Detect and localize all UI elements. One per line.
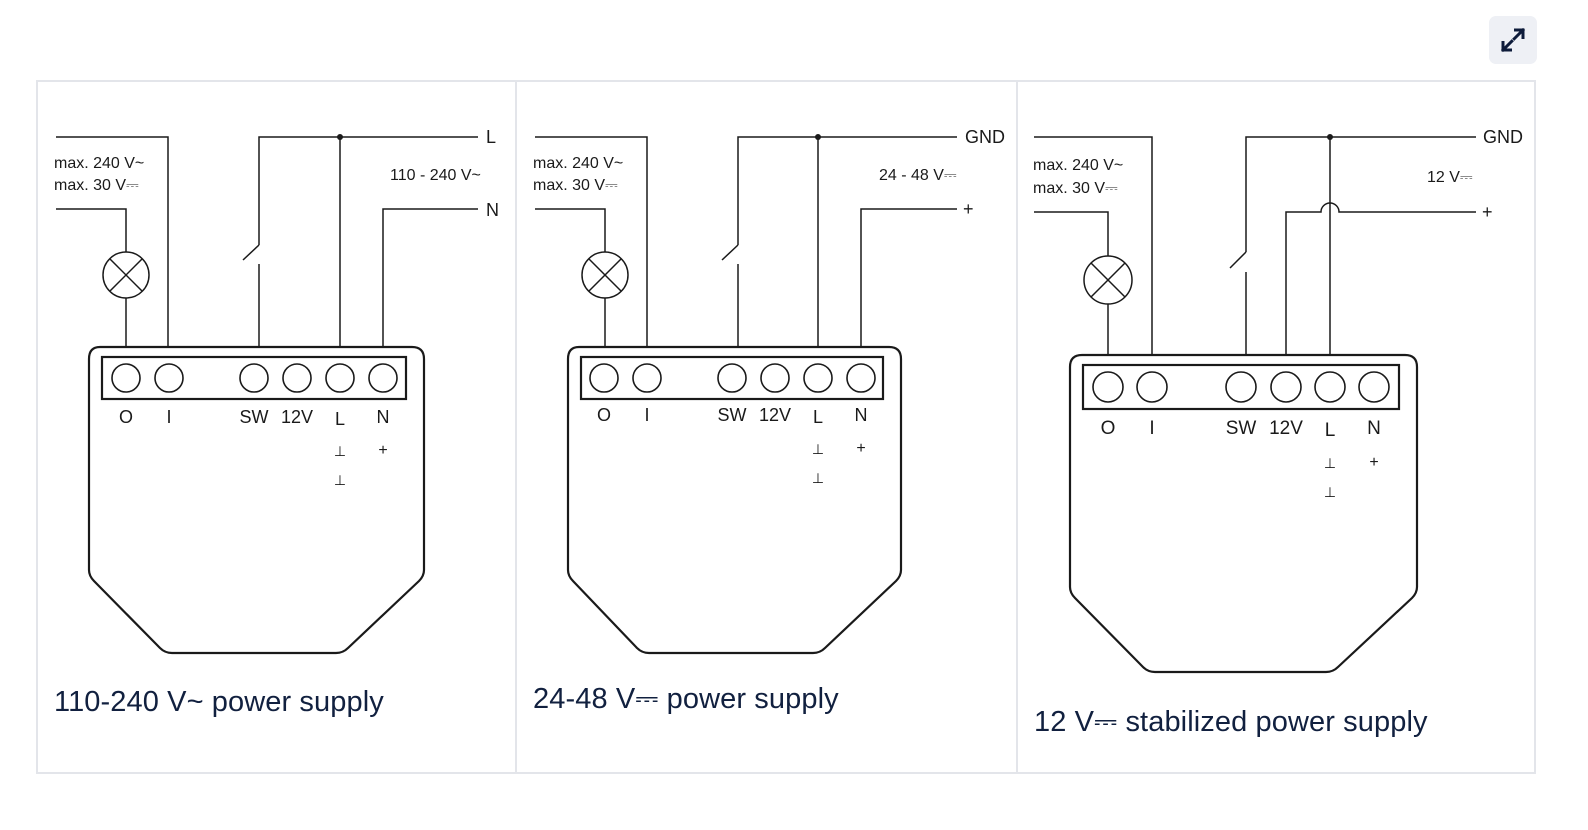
- n-symbol: +: [378, 442, 387, 459]
- wire-switch-top: [737, 136, 957, 245]
- terminal-i: [154, 363, 184, 393]
- expand-button[interactable]: [1489, 16, 1537, 64]
- device-body: [1068, 353, 1419, 674]
- terminal-label-sw: SW: [718, 405, 747, 425]
- terminal-label-l: L: [1325, 420, 1336, 441]
- terminal-i: [1136, 371, 1168, 403]
- terminal-l: [325, 363, 355, 393]
- switch-contact: [1229, 251, 1247, 269]
- n-symbol: +: [1369, 454, 1378, 471]
- terminal-i: [632, 363, 662, 393]
- wire-load-o-top: [1034, 211, 1109, 257]
- l-symbol-1: ⊥: [334, 443, 346, 459]
- wire-plus-crossover: [1285, 202, 1476, 355]
- device-body: [87, 345, 426, 655]
- terminal-label-o: O: [597, 405, 611, 425]
- line-top-label: GND: [965, 127, 1005, 147]
- load-label-2: max. 30 V⎓: [533, 177, 618, 194]
- wire-n: [382, 208, 478, 347]
- terminal-n: [1358, 371, 1390, 403]
- load-label-2: max. 30 V⎓: [54, 177, 139, 194]
- terminal-n: [368, 363, 398, 393]
- terminal-l: [1314, 371, 1346, 403]
- terminal-sw: [1225, 371, 1257, 403]
- wire-load-i: [1034, 136, 1153, 355]
- terminal-label-i: I: [1149, 418, 1154, 439]
- wiring-diagram-dc-24-48: max. 240 V~ max. 30 V⎓ 24 - 48 V⎓ GND + …: [533, 127, 1005, 655]
- diagram-card-ac: max. 240 V~ max. 30 V⎓ 110 - 240 V~ L N …: [38, 82, 515, 772]
- line-bottom-label: +: [1482, 202, 1493, 222]
- terminal-o: [111, 363, 141, 393]
- line-top-label: L: [486, 127, 496, 147]
- supply-label: 24 - 48 V⎓: [879, 167, 957, 184]
- n-symbol: +: [856, 440, 865, 457]
- wire-switch-top: [258, 136, 478, 245]
- junction-dot: [337, 134, 343, 140]
- terminal-12v: [1270, 371, 1302, 403]
- terminal-label-l: L: [335, 409, 345, 429]
- lamp-icon: [102, 251, 150, 299]
- wire-load-o-top: [56, 208, 127, 252]
- l-symbol-1: ⊥: [1324, 455, 1336, 471]
- wire-load-i: [56, 136, 169, 347]
- diagram-caption: 24-48 V⎓ power supply: [533, 683, 839, 715]
- diagram-card-dc-24-48: max. 240 V~ max. 30 V⎓ 24 - 48 V⎓ GND + …: [515, 82, 1016, 772]
- line-top-label: GND: [1483, 127, 1523, 147]
- terminal-label-n: N: [855, 405, 868, 425]
- junction-dot: [1327, 134, 1333, 140]
- lamp-icon: [1083, 255, 1133, 305]
- terminal-label-12v: 12V: [1269, 418, 1303, 439]
- wire-load-i: [535, 136, 648, 347]
- terminal-o: [589, 363, 619, 393]
- wiring-diagrams-grid: max. 240 V~ max. 30 V⎓ 110 - 240 V~ L N …: [36, 80, 1536, 774]
- supply-label: 110 - 240 V~: [390, 167, 481, 184]
- terminal-label-i: I: [166, 407, 171, 427]
- line-bottom-label: N: [486, 200, 499, 220]
- load-label-2: max. 30 V⎓: [1033, 180, 1118, 197]
- terminal-label-i: I: [644, 405, 649, 425]
- lamp-icon: [581, 251, 629, 299]
- load-label-1: max. 240 V~: [1033, 157, 1123, 174]
- terminal-12v: [760, 363, 790, 393]
- terminal-sw: [717, 363, 747, 393]
- diagram-caption: 12 V⎓ stabilized power supply: [1034, 706, 1428, 738]
- l-symbol-1: ⊥: [812, 441, 824, 457]
- wire-plus: [860, 208, 957, 347]
- terminal-label-sw: SW: [1226, 418, 1257, 439]
- diagram-card-dc-12: max. 240 V~ max. 30 V⎓ 12 V⎓ GND + O I S…: [1016, 82, 1534, 772]
- terminal-label-sw: SW: [240, 407, 269, 427]
- load-label-1: max. 240 V~: [54, 155, 144, 172]
- terminal-l: [803, 363, 833, 393]
- terminal-label-12v: 12V: [759, 405, 791, 425]
- junction-dot: [815, 134, 821, 140]
- switch-contact: [242, 244, 260, 261]
- terminal-n: [846, 363, 876, 393]
- diagram-caption: 110-240 V~ power supply: [54, 686, 384, 718]
- terminal-label-l: L: [813, 407, 823, 427]
- terminal-label-12v: 12V: [281, 407, 313, 427]
- wiring-diagram-dc-12: max. 240 V~ max. 30 V⎓ 12 V⎓ GND + O I S…: [1033, 127, 1523, 674]
- wire-switch-top: [1245, 136, 1476, 252]
- wiring-diagram-ac: max. 240 V~ max. 30 V⎓ 110 - 240 V~ L N …: [54, 127, 499, 655]
- terminal-label-o: O: [119, 407, 133, 427]
- terminal-label-n: N: [377, 407, 390, 427]
- terminal-label-n: N: [1367, 418, 1381, 439]
- load-label-1: max. 240 V~: [533, 155, 623, 172]
- l-symbol-2: ⊥: [812, 470, 824, 486]
- terminal-label-o: O: [1101, 418, 1116, 439]
- terminal-o: [1092, 371, 1124, 403]
- supply-label: 12 V⎓: [1427, 169, 1473, 186]
- wire-load-o-top: [535, 208, 606, 252]
- terminal-12v: [282, 363, 312, 393]
- l-symbol-2: ⊥: [334, 472, 346, 488]
- switch-contact: [721, 244, 739, 261]
- terminal-sw: [239, 363, 269, 393]
- l-symbol-2: ⊥: [1324, 484, 1336, 500]
- device-body: [566, 345, 903, 655]
- line-bottom-label: +: [963, 199, 974, 219]
- expand-arrows-icon: [1500, 27, 1526, 53]
